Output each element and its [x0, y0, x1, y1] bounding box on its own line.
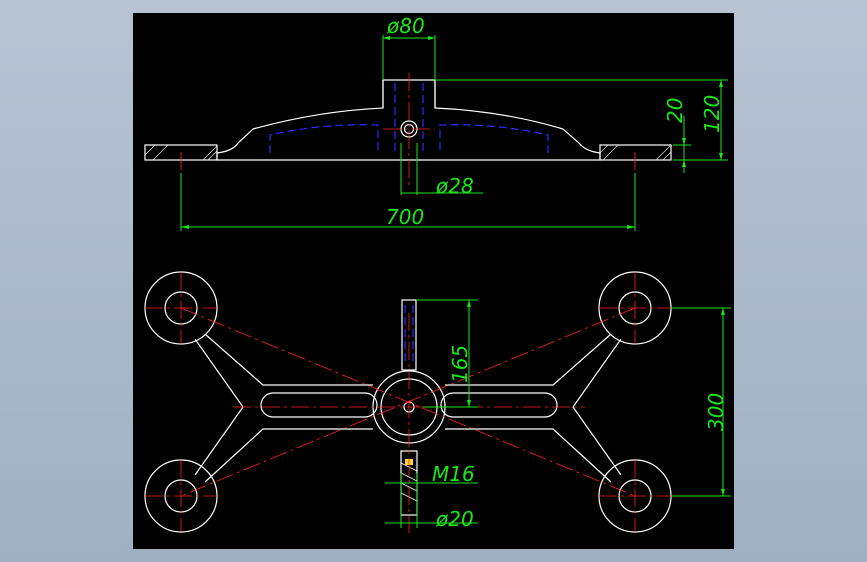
plate-body — [216, 79, 601, 161]
dim-top-height-small: 20 — [663, 98, 687, 123]
dim-stem-length: 165 — [448, 345, 472, 383]
slot-left — [260, 392, 378, 418]
dim-overall-length: 700 — [386, 205, 424, 229]
stem — [401, 299, 417, 371]
cad-viewport[interactable]: ø80 20 120 ø28 700 — [133, 13, 734, 549]
slot-right — [440, 392, 558, 418]
dim-top-height-total: 120 — [700, 95, 724, 133]
dim-top-flange-dia: ø80 — [386, 14, 425, 38]
side-view-dimensions — [180, 35, 728, 231]
dim-thread: M16 — [432, 462, 475, 486]
plan-view: 165 300 M16 ø20 — [144, 271, 731, 533]
dim-arm-spacing: 300 — [704, 393, 728, 431]
drawing-canvas: ø80 20 120 ø28 700 — [144, 14, 731, 533]
dim-hole-dia: ø28 — [435, 174, 474, 198]
side-elevation-view: ø80 20 120 ø28 700 — [144, 14, 728, 231]
plan-view-dimensions — [385, 299, 731, 528]
dim-rod-dia: ø20 — [435, 507, 474, 531]
